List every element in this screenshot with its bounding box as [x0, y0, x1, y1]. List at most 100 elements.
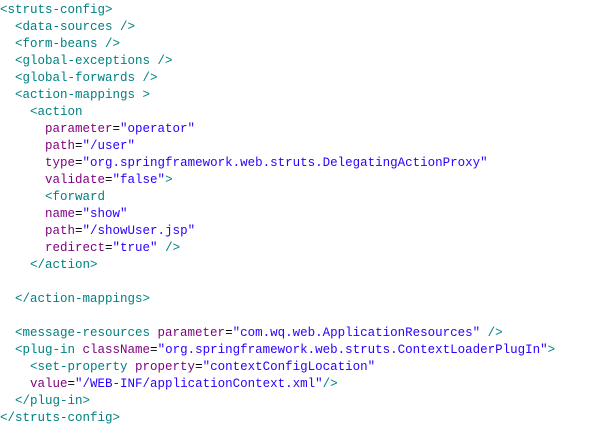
- code-line: value="/WEB-INF/applicationContext.xml"/…: [0, 376, 555, 393]
- xml-tag: />: [480, 326, 503, 340]
- xml-attribute-value: "org.springframework.web.struts.ContextL…: [157, 343, 548, 357]
- xml-equals: =: [195, 360, 203, 374]
- code-line: <message-resources parameter="com.wq.web…: [0, 325, 555, 342]
- code-line: <struts-config>: [0, 2, 555, 19]
- code-line: path="/showUser.jsp": [0, 223, 555, 240]
- xml-equals: =: [112, 122, 121, 136]
- code-indent: [0, 122, 45, 136]
- xml-tag: <struts-config>: [0, 3, 113, 17]
- xml-attribute-value: "show": [82, 207, 128, 221]
- code-indent: [0, 292, 15, 306]
- xml-attribute-value: "true": [112, 241, 158, 255]
- xml-equals: =: [75, 207, 83, 221]
- code-line: parameter="operator": [0, 121, 555, 138]
- xml-attribute-name: property: [135, 360, 196, 374]
- xml-tag: </plug-in>: [15, 394, 91, 408]
- code-indent: [0, 207, 45, 221]
- code-line: <global-exceptions />: [0, 53, 555, 70]
- code-indent: [0, 343, 15, 357]
- xml-equals: =: [105, 241, 113, 255]
- code-line: </action-mappings>: [0, 291, 555, 308]
- xml-tag: </struts-config>: [0, 411, 121, 425]
- xml-tag: >: [547, 343, 556, 357]
- code-indent: [0, 394, 15, 408]
- xml-tag: <plug-in: [15, 343, 83, 357]
- xml-tag: />: [322, 377, 338, 391]
- code-indent: [0, 71, 15, 85]
- xml-tag: <form-beans />: [15, 37, 121, 51]
- code-line: <action: [0, 104, 555, 121]
- code-indent: [0, 326, 15, 340]
- xml-tag: <message-resources: [15, 326, 158, 340]
- xml-equals: =: [75, 156, 83, 170]
- xml-attribute-value: "/user": [82, 139, 136, 153]
- xml-tag: <global-exceptions />: [15, 54, 173, 68]
- code-indent: [0, 190, 45, 204]
- xml-tag: <action-mappings >: [15, 88, 151, 102]
- code-line: <action-mappings >: [0, 87, 555, 104]
- code-indent: [0, 241, 45, 255]
- xml-equals: =: [225, 326, 233, 340]
- xml-attribute-value: "/WEB-INF/applicationContext.xml": [75, 377, 323, 391]
- xml-attribute-name: path: [45, 224, 76, 238]
- xml-attribute-name: redirect: [45, 241, 106, 255]
- code-line: <set-property property="contextConfigLoc…: [0, 359, 555, 376]
- xml-tag: <data-sources />: [15, 20, 136, 34]
- code-indent: [0, 88, 15, 102]
- xml-attribute-name: validate: [45, 173, 106, 187]
- code-line: type="org.springframework.web.struts.Del…: [0, 155, 555, 172]
- xml-attribute-value: "com.wq.web.ApplicationResources": [232, 326, 481, 340]
- code-line: path="/user": [0, 138, 555, 155]
- xml-tag: />: [157, 241, 181, 255]
- code-line: <form-beans />: [0, 36, 555, 53]
- xml-code-block: <struts-config> <data-sources /> <form-b…: [0, 2, 555, 427]
- xml-attribute-name: parameter: [45, 122, 113, 136]
- code-line: [0, 308, 555, 325]
- xml-attribute-value: "false": [112, 173, 166, 187]
- code-line: name="show": [0, 206, 555, 223]
- xml-attribute-value: "/showUser.jsp": [82, 224, 196, 238]
- code-indent: [0, 20, 15, 34]
- xml-equals: =: [75, 224, 83, 238]
- xml-attribute-name: name: [45, 207, 76, 221]
- xml-tag: <set-property: [30, 360, 136, 374]
- xml-tag: <forward: [45, 190, 106, 204]
- code-line: <global-forwards />: [0, 70, 555, 87]
- xml-attribute-value: "operator": [120, 122, 196, 136]
- code-line: </struts-config>: [0, 410, 555, 427]
- xml-attribute-name: className: [82, 343, 151, 357]
- code-line: </plug-in>: [0, 393, 555, 410]
- xml-tag: </action>: [30, 258, 98, 272]
- xml-equals: =: [75, 139, 83, 153]
- xml-attribute-value: "org.springframework.web.struts.Delegati…: [82, 156, 488, 170]
- code-indent: [0, 37, 15, 51]
- xml-equals: =: [67, 377, 76, 391]
- xml-attribute-name: path: [45, 139, 76, 153]
- xml-tag: <action: [30, 105, 83, 119]
- code-line: <data-sources />: [0, 19, 555, 36]
- xml-tag: <global-forwards />: [15, 71, 158, 85]
- code-indent: [0, 156, 45, 170]
- code-line: [0, 274, 555, 291]
- code-indent: [0, 105, 30, 119]
- xml-tag: </action-mappings>: [15, 292, 151, 306]
- code-indent: [0, 360, 30, 374]
- xml-tag: >: [165, 173, 173, 187]
- code-indent: [0, 258, 30, 272]
- code-line: validate="false">: [0, 172, 555, 189]
- xml-attribute-name: type: [45, 156, 76, 170]
- code-line: redirect="true" />: [0, 240, 555, 257]
- xml-equals: =: [105, 173, 113, 187]
- code-line: </action>: [0, 257, 555, 274]
- code-indent: [0, 139, 45, 153]
- code-indent: [0, 224, 45, 238]
- xml-attribute-value: "contextConfigLocation": [202, 360, 376, 374]
- xml-equals: =: [150, 343, 158, 357]
- code-line: <forward: [0, 189, 555, 206]
- code-indent: [0, 173, 45, 187]
- xml-attribute-name: parameter: [157, 326, 226, 340]
- xml-attribute-name: value: [30, 377, 68, 391]
- code-indent: [0, 377, 30, 391]
- code-line: <plug-in className="org.springframework.…: [0, 342, 555, 359]
- code-indent: [0, 54, 15, 68]
